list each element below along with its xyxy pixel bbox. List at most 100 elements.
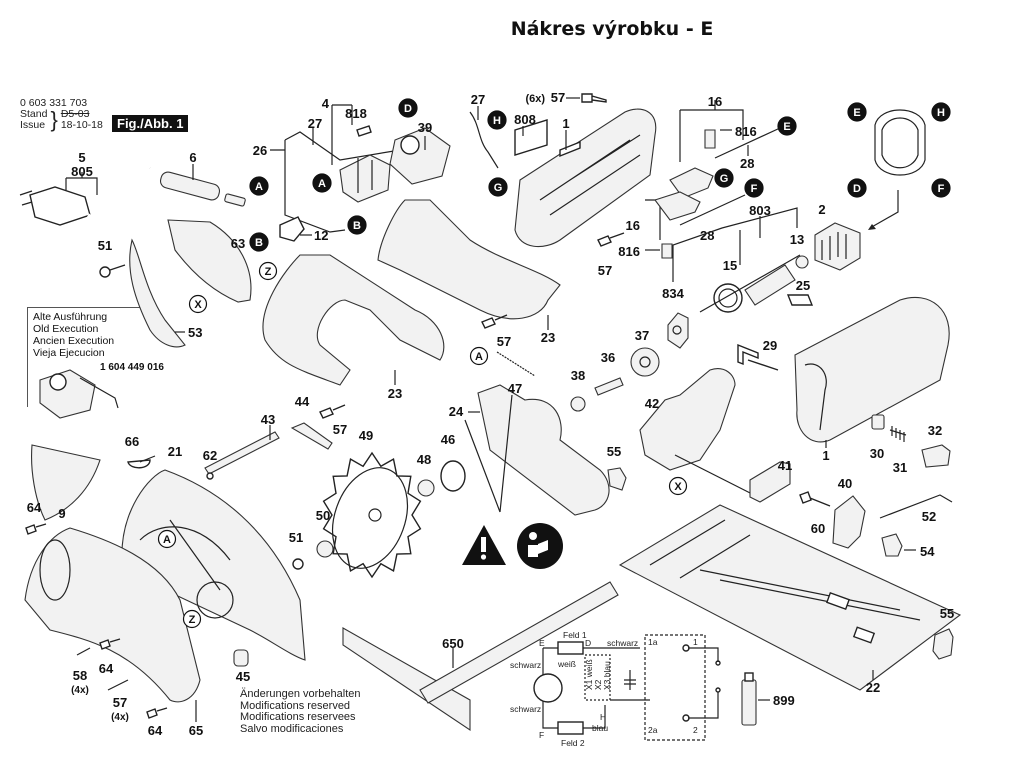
part-54	[881, 533, 903, 557]
screw-64	[146, 707, 168, 719]
part-label-48: 48	[417, 452, 431, 467]
knob-55b	[932, 628, 954, 660]
issue-date: 18-10-18	[60, 119, 103, 131]
part-label-57c: 57	[497, 334, 511, 349]
connector-marker-a: A	[469, 346, 489, 366]
connector-marker-label: E	[853, 107, 860, 119]
part-label-25: 25	[796, 278, 810, 293]
connector-marker-label: A	[163, 534, 171, 546]
rod-41	[674, 454, 761, 499]
connector-marker-e: E	[777, 116, 797, 136]
gear-37	[630, 347, 660, 377]
part-label-65: 65	[189, 723, 203, 738]
part-label-1b: 1	[822, 448, 829, 463]
connector-marker-h: H	[931, 102, 951, 122]
warning-exclamation	[481, 537, 486, 552]
hex-key-52	[879, 494, 953, 519]
screw-57	[581, 93, 607, 103]
part-label-43: 43	[261, 412, 275, 427]
screw-51	[292, 558, 304, 570]
part-label-31: 31	[893, 460, 907, 475]
part-30	[871, 414, 885, 430]
arrow-head	[868, 224, 876, 230]
part-label-12: 12	[314, 228, 328, 243]
screw-57	[107, 679, 129, 691]
wiring-label-2a: 2a	[648, 725, 658, 735]
page-title: Nákres výrobku - E	[510, 18, 714, 40]
switch	[339, 154, 391, 203]
part-label-23: 23	[388, 386, 402, 401]
part-label-42: 42	[645, 396, 659, 411]
bracket-41	[749, 461, 791, 503]
connector-marker-label: Z	[189, 614, 196, 626]
shaft-43	[204, 431, 280, 475]
speed-controller	[389, 127, 451, 185]
wire-27	[469, 111, 499, 169]
part-label-29: 29	[763, 338, 777, 353]
part-label-37: 37	[635, 328, 649, 343]
part-label-66: 66	[125, 434, 139, 449]
wiring-label-x1: X1 weiß	[584, 659, 594, 690]
connector-marker-g: G	[488, 177, 508, 197]
screw-shank	[109, 264, 126, 271]
part-label-816: 816	[735, 124, 757, 139]
connector-marker-f: F	[744, 178, 764, 198]
spring-47	[496, 351, 536, 377]
part-number: 0 603 331 703	[20, 97, 88, 109]
part-label-36: 36	[601, 350, 615, 365]
flange-48	[417, 479, 435, 497]
part-label-22: 22	[866, 680, 880, 695]
connector-marker-x: X	[668, 476, 688, 496]
part-label-40: 40	[838, 476, 852, 491]
part-label-64: 64	[27, 500, 42, 515]
part-label-58: 58	[73, 668, 87, 683]
connector-marker-f: F	[931, 178, 951, 198]
wiring-label-weiss: weiß	[557, 659, 576, 669]
flange-50	[316, 540, 334, 558]
connector-marker-d: D	[847, 178, 867, 198]
wiring-label-blau: blau	[592, 723, 608, 733]
part-label-57: 57	[551, 90, 565, 105]
connector-marker-label: E	[783, 121, 790, 133]
part-label-834: 834	[662, 286, 684, 301]
leader	[679, 100, 744, 162]
connector-marker-label: F	[938, 183, 945, 195]
old-execution-line: Old Execution	[33, 323, 99, 335]
connector-marker-label: B	[353, 220, 361, 232]
spring-31	[889, 426, 907, 442]
screw-51	[99, 266, 111, 278]
connector-marker-a: A	[249, 176, 269, 196]
part-label-28: 28	[740, 156, 754, 171]
part-label-816b: 816	[618, 244, 640, 259]
part-label-4: 4	[322, 96, 330, 111]
part-label-57d: 57	[333, 422, 347, 437]
part-label-57b: 57	[598, 263, 612, 278]
part-label-23b: 23	[541, 330, 555, 345]
leader	[65, 172, 98, 195]
spindle-36	[594, 377, 624, 396]
outer-cover-65	[24, 527, 201, 703]
connector-marker-label: X	[674, 481, 682, 493]
field-coil-1	[557, 641, 584, 655]
connector-marker-a: A	[157, 529, 177, 549]
screw-818	[356, 125, 372, 137]
parallel-guide-650	[342, 581, 619, 732]
part-label-38: 38	[571, 368, 585, 383]
wiring-label-feld1: Feld 1	[563, 630, 587, 640]
connector-marker-label: X	[194, 299, 202, 311]
quantity-4x: (4x)	[71, 685, 89, 696]
leader	[270, 104, 353, 165]
connector-marker-label: A	[318, 178, 326, 190]
part-label-803: 803	[749, 203, 771, 218]
part-label-13: 13	[790, 232, 804, 247]
part-label-39: 39	[418, 120, 432, 135]
wiring-diagram	[533, 634, 721, 741]
part-label-1: 1	[562, 116, 569, 131]
armature	[699, 254, 801, 313]
screw-57	[597, 232, 625, 247]
connector-marker-b: B	[347, 215, 367, 235]
connector-marker-z: Z	[258, 261, 278, 281]
part-29	[737, 343, 779, 371]
washer-46	[440, 460, 466, 492]
